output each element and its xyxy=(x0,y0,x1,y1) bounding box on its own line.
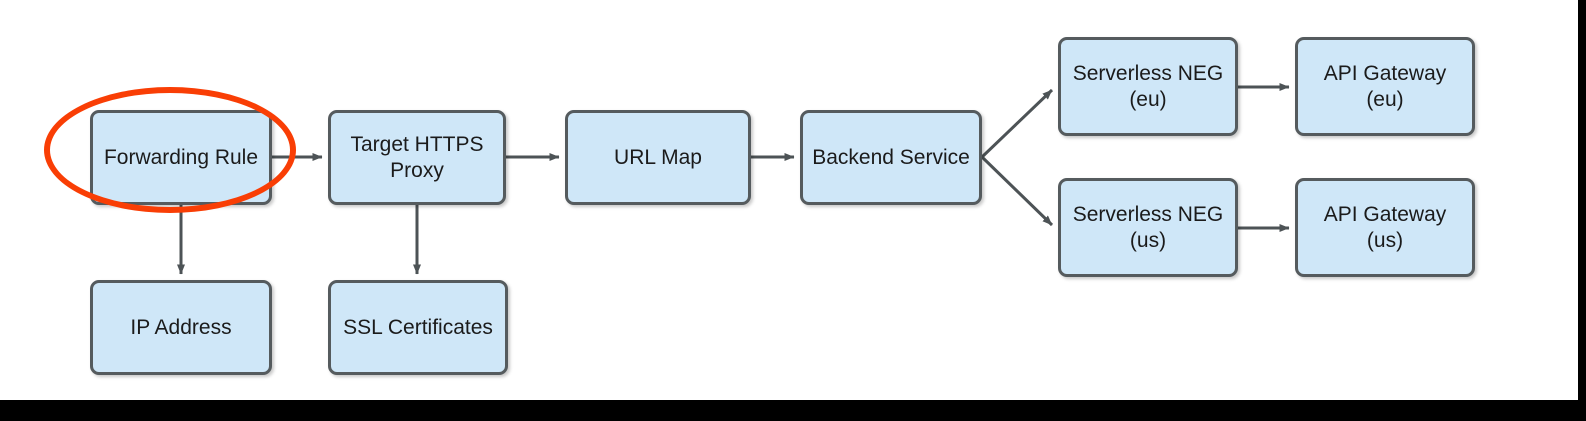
node-serverless-neg-us[interactable]: Serverless NEG (us) xyxy=(1058,178,1238,277)
node-label: URL Map xyxy=(614,145,702,169)
node-target-https-proxy[interactable]: Target HTTPS Proxy xyxy=(328,110,506,205)
edge-backend-service-to-serverless-neg-us xyxy=(980,155,1054,227)
node-ssl-certificates[interactable]: SSL Certificates xyxy=(328,280,508,375)
node-label: Serverless NEG (us) xyxy=(1072,202,1224,252)
edge-backend-service-to-serverless-neg-eu xyxy=(980,88,1054,159)
node-backend-service[interactable]: Backend Service xyxy=(800,110,982,205)
node-api-gateway-us[interactable]: API Gateway (us) xyxy=(1295,178,1475,277)
node-url-map[interactable]: URL Map xyxy=(565,110,751,205)
node-serverless-neg-eu[interactable]: Serverless NEG (eu) xyxy=(1058,37,1238,136)
node-label: SSL Certificates xyxy=(343,315,493,339)
node-label: API Gateway (us) xyxy=(1323,202,1447,252)
node-label: API Gateway (eu) xyxy=(1323,61,1447,111)
node-label: IP Address xyxy=(130,315,232,339)
highlight-ellipse-annotation xyxy=(44,87,296,213)
node-label: Backend Service xyxy=(812,145,970,169)
node-api-gateway-eu[interactable]: API Gateway (eu) xyxy=(1295,37,1475,136)
node-label: Serverless NEG (eu) xyxy=(1072,61,1224,111)
node-ip-address[interactable]: IP Address xyxy=(90,280,272,375)
node-label: Target HTTPS Proxy xyxy=(350,132,484,182)
